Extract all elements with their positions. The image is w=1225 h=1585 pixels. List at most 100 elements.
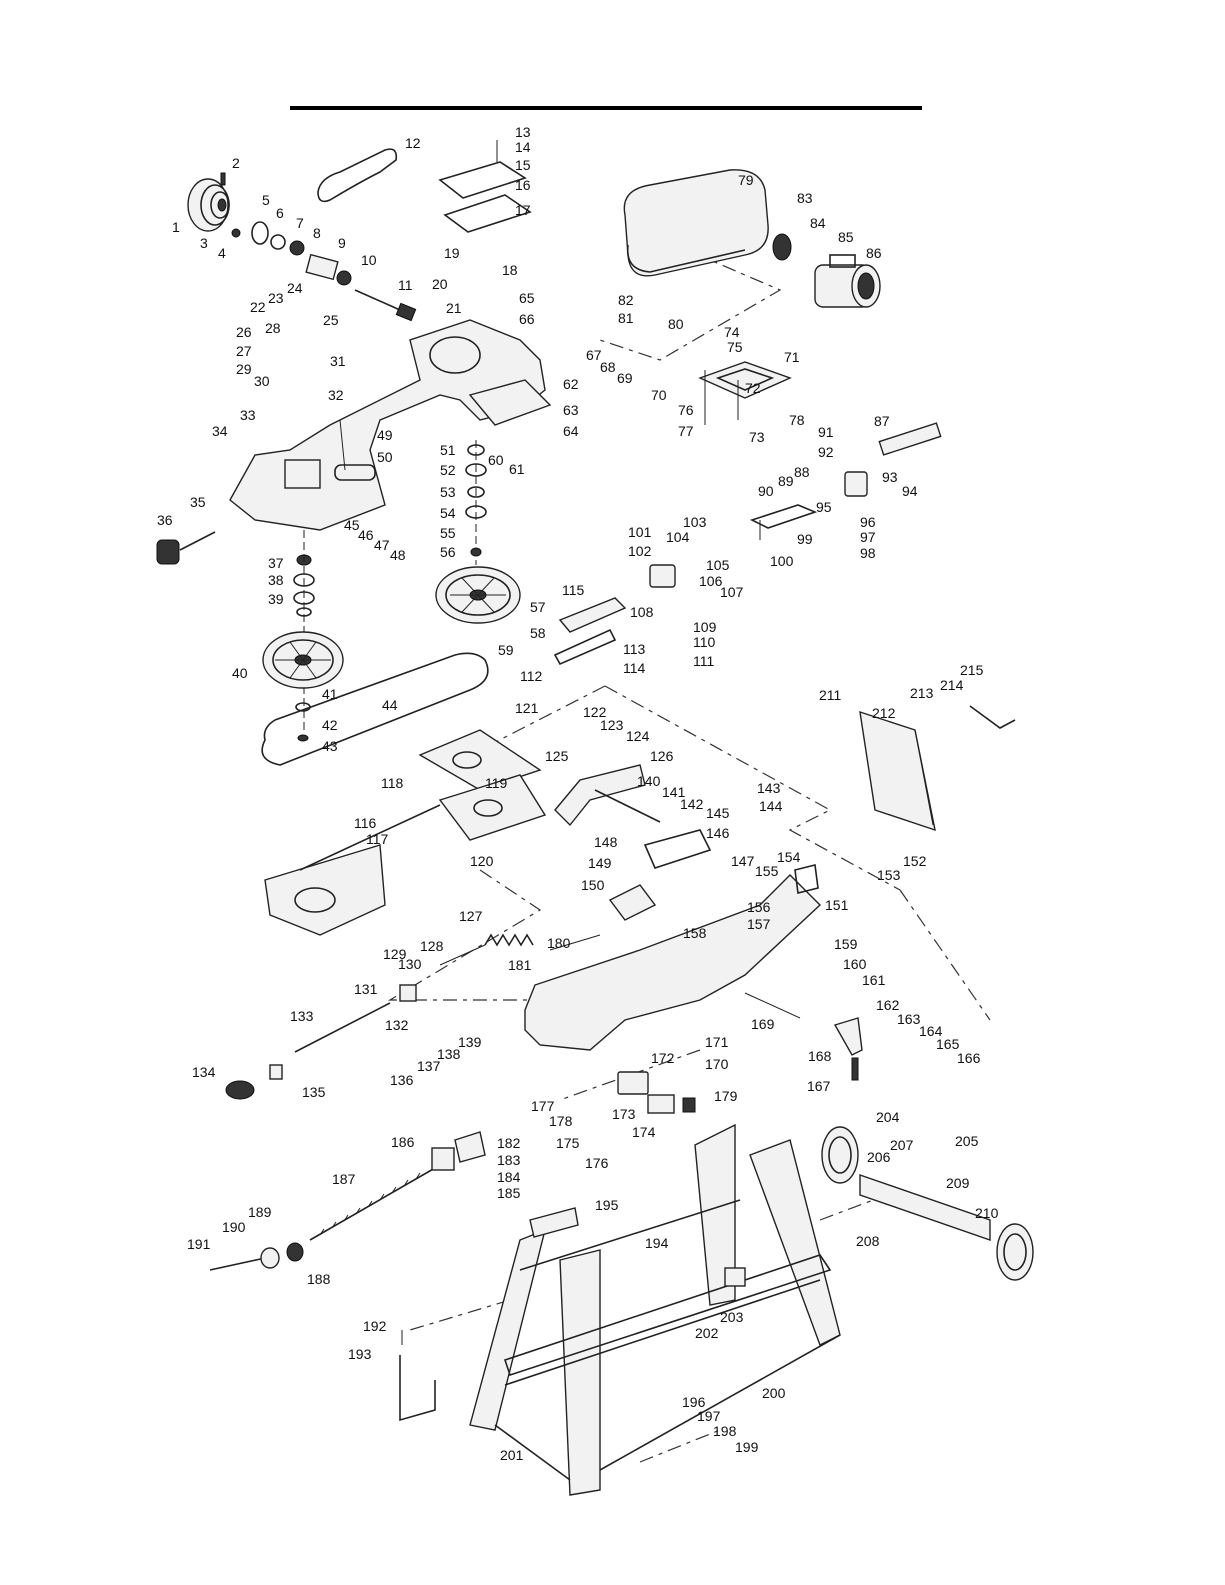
blade-guide-arm (553, 564, 676, 666)
guard-bracket (969, 705, 1016, 729)
callout-48: 48 (390, 547, 406, 563)
callout-194: 194 (645, 1235, 669, 1251)
callout-153: 153 (877, 867, 901, 883)
leadscrew (309, 1131, 486, 1241)
callout-13: 13 (515, 124, 531, 140)
callout-80: 80 (668, 316, 684, 332)
callout-206: 206 (867, 1149, 891, 1165)
callout-187: 187 (332, 1171, 356, 1187)
callout-44: 44 (382, 697, 398, 713)
callout-81: 81 (618, 310, 634, 326)
callout-77: 77 (678, 423, 694, 439)
callout-211: 211 (819, 687, 842, 703)
callout-118: 118 (381, 775, 404, 791)
stand (469, 1123, 841, 1496)
callout-168: 168 (808, 1048, 832, 1064)
callout-104: 104 (666, 529, 690, 545)
callout-66: 66 (519, 311, 535, 327)
callout-37: 37 (268, 555, 284, 571)
callout-99: 99 (797, 531, 813, 547)
callout-114: 114 (623, 660, 646, 676)
motor (772, 233, 881, 308)
callout-188: 188 (307, 1271, 331, 1287)
callout-73: 73 (749, 429, 765, 445)
callout-85: 85 (838, 229, 854, 245)
callout-63: 63 (563, 402, 579, 418)
callout-140: 140 (637, 773, 661, 789)
wheel-assembly (821, 1126, 1034, 1281)
callout-64: 64 (563, 423, 579, 439)
callout-201: 201 (500, 1447, 524, 1463)
tension-spring (439, 933, 534, 966)
callout-25: 25 (323, 312, 339, 328)
callout-33: 33 (240, 407, 256, 423)
callout-35: 35 (190, 494, 206, 510)
callout-160: 160 (843, 956, 867, 972)
callout-205: 205 (955, 1133, 979, 1149)
callout-136: 136 (390, 1072, 414, 1088)
callout-215: 215 (960, 662, 984, 678)
callout-124: 124 (626, 728, 650, 744)
callout-154: 154 (777, 849, 801, 865)
callout-149: 149 (588, 855, 612, 871)
callout-74: 74 (724, 324, 740, 340)
callout-55: 55 (440, 525, 456, 541)
callout-198: 198 (713, 1423, 737, 1439)
callout-109: 109 (693, 619, 717, 635)
callout-52: 52 (440, 462, 456, 478)
callout-165: 165 (936, 1036, 960, 1052)
callout-155: 155 (755, 863, 779, 879)
callout-183: 183 (497, 1152, 521, 1168)
tension-arm (554, 764, 661, 827)
callout-12: 12 (405, 135, 421, 151)
callout-11: 11 (398, 277, 413, 293)
callout-214: 214 (940, 677, 964, 693)
callout-86: 86 (866, 245, 882, 261)
callout-167: 167 (807, 1078, 831, 1094)
callout-18: 18 (502, 262, 518, 278)
callout-213: 213 (910, 685, 934, 701)
callout-71: 71 (784, 349, 800, 365)
callout-200: 200 (762, 1385, 786, 1401)
callout-27: 27 (236, 343, 252, 359)
belt-guard (623, 169, 769, 277)
callout-176: 176 (585, 1155, 609, 1171)
callout-159: 159 (834, 936, 858, 952)
callout-68: 68 (600, 359, 616, 375)
callout-103: 103 (683, 514, 707, 530)
callout-113: 113 (623, 641, 646, 657)
callout-128: 128 (420, 938, 444, 954)
idler-wheel (435, 440, 521, 624)
callout-97: 97 (860, 529, 876, 545)
callout-38: 38 (268, 572, 284, 588)
callout-116: 116 (354, 815, 377, 831)
switch-box (617, 1071, 696, 1114)
callout-30: 30 (254, 373, 270, 389)
callout-169: 169 (751, 1016, 775, 1032)
callout-67: 67 (586, 347, 602, 363)
callout-61: 61 (509, 461, 525, 477)
callout-62: 62 (563, 376, 579, 392)
callout-161: 161 (862, 972, 886, 988)
callout-172: 172 (651, 1050, 675, 1066)
callout-173: 173 (612, 1106, 636, 1122)
callout-76: 76 (678, 402, 694, 418)
callout-31: 31 (330, 353, 346, 369)
rear-blade-guard (859, 710, 936, 832)
callout-122: 122 (583, 704, 607, 720)
callout-24: 24 (287, 280, 303, 296)
callout-14: 14 (515, 139, 531, 155)
callout-54: 54 (440, 505, 456, 521)
drive-wheel (262, 631, 344, 689)
callout-146: 146 (706, 825, 730, 841)
callout-139: 139 (458, 1034, 482, 1050)
callout-129: 129 (383, 946, 407, 962)
callout-22: 22 (250, 299, 266, 315)
callout-2: 2 (232, 155, 240, 171)
motor-plate (698, 361, 792, 425)
callout-5: 5 (262, 192, 270, 208)
callout-191: 191 (187, 1236, 211, 1252)
callout-56: 56 (440, 544, 456, 560)
quick-lever (225, 984, 417, 1100)
